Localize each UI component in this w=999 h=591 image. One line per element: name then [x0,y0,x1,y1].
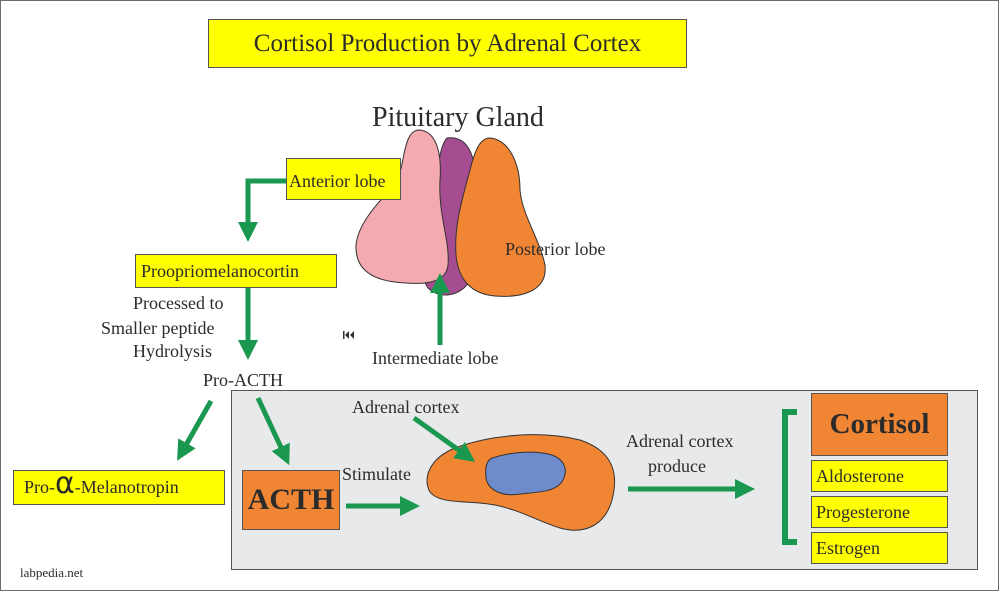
stimulate-label: Stimulate [342,464,411,484]
arrow-cortex-pointer [412,415,476,462]
rewind-icon [343,331,354,339]
product-estrogen: Estrogen [811,532,948,564]
adrenal-cortex-label: Adrenal cortex [352,397,460,417]
produce-line-2: produce [648,456,706,476]
adrenal-medulla-shape [485,451,566,496]
product-progesterone: Progesterone [811,496,948,528]
posterior-lobe-shape [455,137,546,297]
pituitary-heading: Pituitary Gland [372,102,544,133]
watermark: labpedia.net [20,565,84,580]
pro-acth-label: Pro-ACTH [203,370,283,390]
arrow-proacth-to-melanotropin [177,399,214,461]
precursor-label: Proopriomelanocortin [135,254,337,288]
melanotropin-box: Pro-α-Melanotropin [13,469,225,505]
melanotropin-suffix: -Melanotropin [74,477,179,497]
cortisol-box: Cortisol [811,393,948,456]
diagram-title: Cortisol Production by Adrenal Cortex [208,19,687,68]
melanotropin-prefix: Pro- [24,477,55,497]
product-aldosterone: Aldosterone [811,460,948,492]
intermediate-lobe-label: Intermediate lobe [372,348,499,368]
process-line-2: Smaller peptide [101,318,215,338]
anterior-lobe-label: Anterior lobe [286,158,401,200]
process-line-1: Processed to [133,293,224,313]
posterior-lobe-label: Posterior lobe [505,239,606,259]
acth-box: ACTH [242,470,340,530]
anterior-lobe-shape [355,129,449,284]
alpha-symbol: α [55,466,75,501]
process-line-3: Hydrolysis [133,341,213,361]
products-bracket [782,409,797,545]
arrow-proacth-to-acth [255,396,290,466]
arrow-anterior-to-precursor [238,178,290,242]
produce-line-1: Adrenal cortex [626,431,734,451]
